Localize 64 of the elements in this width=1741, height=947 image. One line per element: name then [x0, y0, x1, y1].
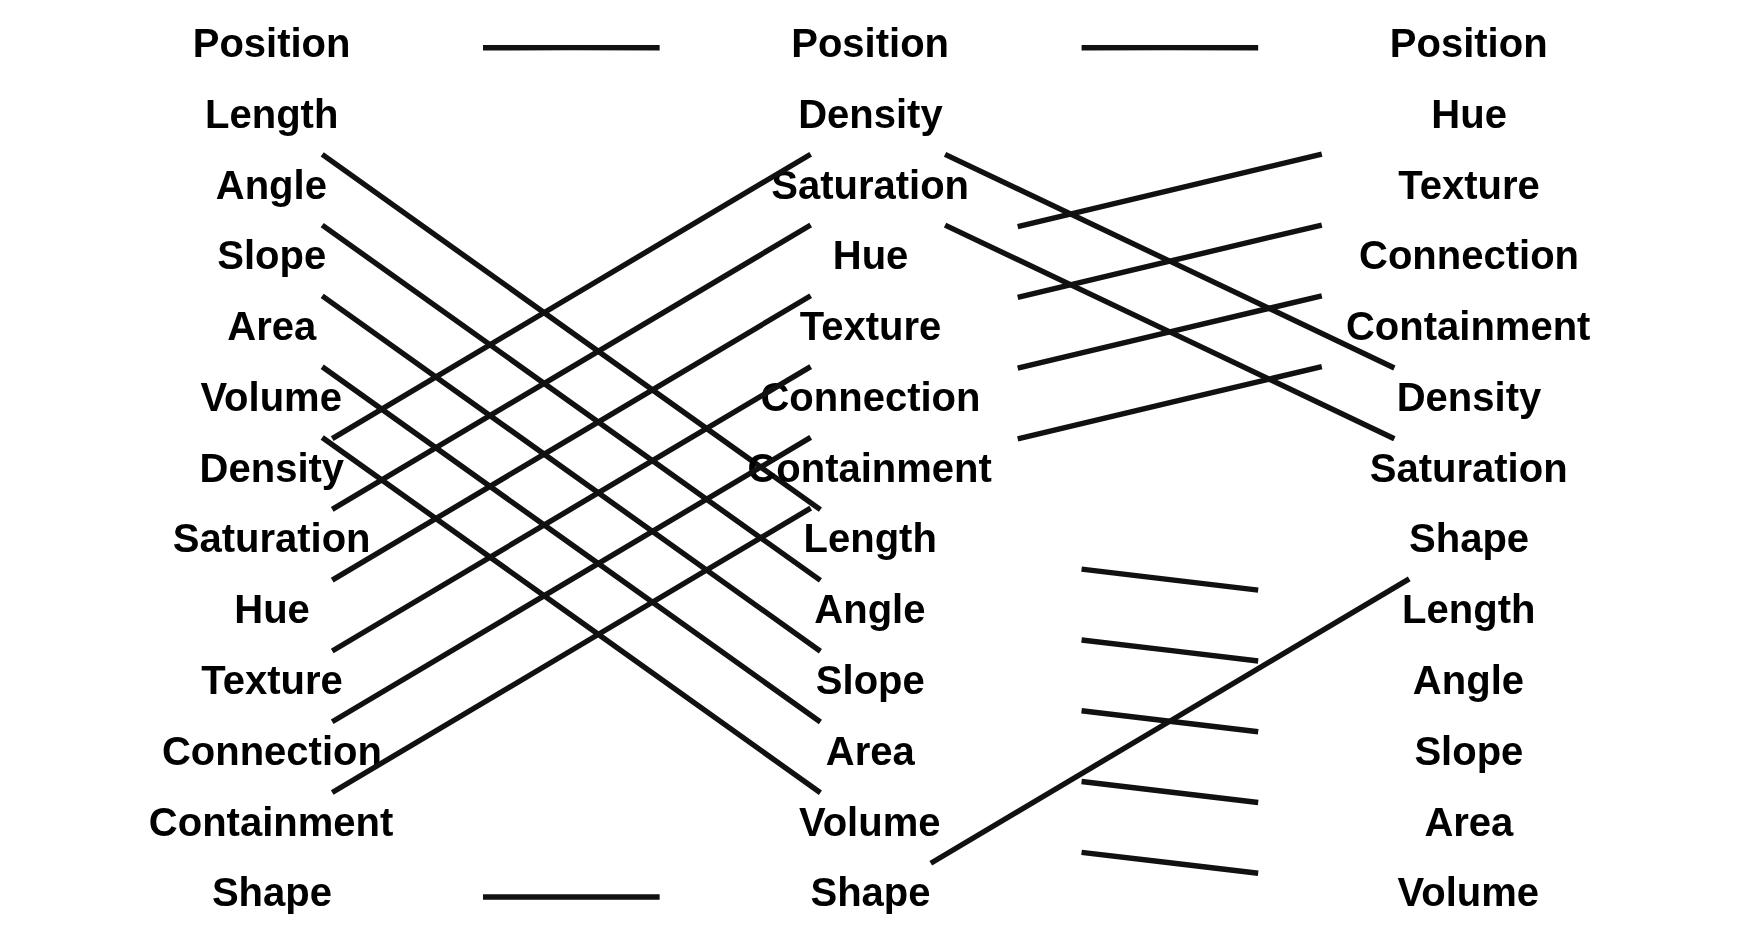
connector [330, 364, 813, 654]
node-text: Saturation [172, 516, 371, 561]
connector [330, 293, 813, 583]
node-text: Density [1396, 374, 1542, 419]
node-text: Position [791, 20, 950, 65]
node-text: Position [192, 20, 351, 65]
connector [943, 222, 1396, 442]
node-text: Density [199, 445, 345, 490]
node-text: Saturation [771, 162, 970, 207]
connector [483, 894, 660, 900]
node-text: Containment [1345, 304, 1591, 349]
node-text: Hue [234, 587, 310, 632]
connector [929, 576, 1411, 866]
node-text: Connection [1359, 233, 1580, 278]
connector [1017, 222, 1323, 300]
connector [1081, 778, 1259, 806]
node-text: Hue [1431, 91, 1507, 136]
node-text: Angle [215, 162, 327, 207]
connector [483, 44, 660, 51]
node-text: Volume [1397, 870, 1540, 915]
node-text: Connection [760, 374, 981, 419]
connector [1081, 566, 1259, 593]
node-text: Texture [201, 657, 343, 702]
connector [330, 151, 813, 441]
connector [1081, 708, 1259, 735]
connector [1017, 293, 1323, 371]
node-text: Containment [148, 799, 394, 844]
connector [330, 505, 813, 795]
connector [320, 152, 822, 512]
node-text: Area [227, 304, 317, 349]
node-text: Area [1424, 799, 1514, 844]
connector [1081, 44, 1259, 51]
node-text: Angle [1412, 657, 1525, 702]
node-text: Texture [799, 304, 942, 349]
node-text: Area [825, 728, 915, 773]
node-text: Slope [815, 657, 925, 702]
node-text: Slope [217, 233, 327, 278]
node-text: Connection [161, 728, 382, 773]
connector [320, 293, 822, 654]
connector [1017, 363, 1323, 442]
node-text: Hue [832, 233, 909, 278]
node-text: Length [803, 516, 937, 561]
connector [1081, 637, 1259, 664]
connector [320, 435, 822, 795]
node-text: Saturation [1369, 445, 1568, 490]
node-text: Position [1389, 20, 1548, 65]
node-text: Shape [211, 870, 332, 915]
node-text: Shape [1409, 516, 1530, 561]
connector [330, 435, 813, 725]
node-text: Shape [810, 870, 931, 915]
node-text: Length [1402, 587, 1536, 632]
connector [330, 222, 813, 512]
connector [1081, 849, 1259, 876]
node-text: Angle [814, 587, 926, 632]
node-text: Volume [200, 374, 342, 419]
node-text: Length [205, 91, 339, 136]
connector [320, 222, 822, 583]
node-text: Density [798, 91, 943, 136]
connector [943, 151, 1396, 371]
node-text: Volume [798, 799, 941, 844]
node-text: Slope [1414, 728, 1524, 773]
connector [1017, 151, 1323, 230]
node-text: Texture [1398, 162, 1540, 207]
connector [320, 364, 822, 725]
